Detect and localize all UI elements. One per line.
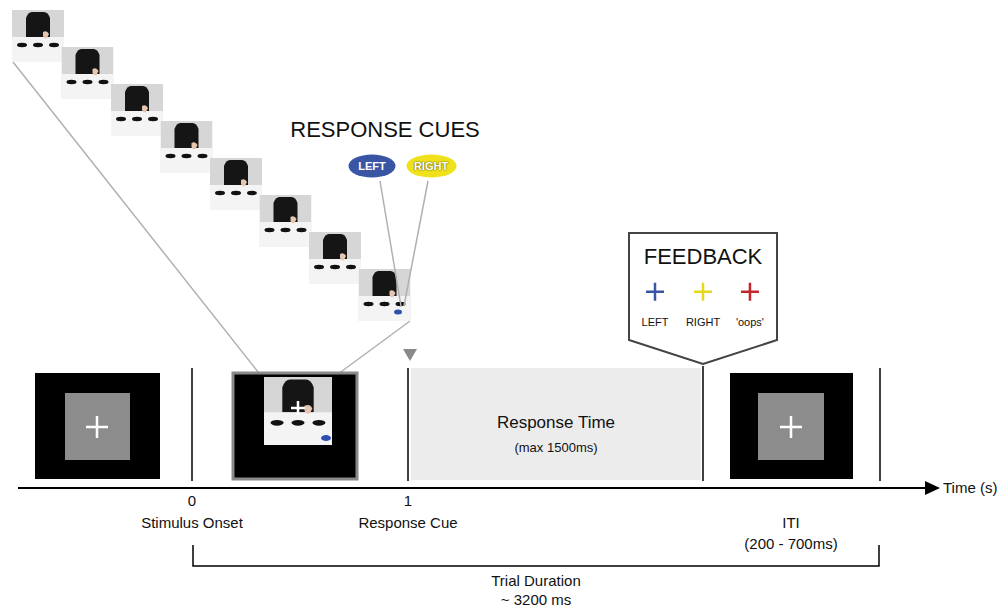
ellipse-shape: [406, 155, 456, 178]
time-divider: [407, 368, 409, 481]
time-divider: [879, 368, 881, 481]
fixation-ground: [758, 393, 824, 460]
fixation-ground: [65, 393, 130, 460]
feedback-cross: [694, 283, 712, 301]
video-frame: [210, 158, 262, 210]
cue-text: RIGHT: [414, 160, 448, 173]
feedback-callout: FEEDBACK LEFT RIGHT 'oops': [628, 232, 778, 365]
target-dot: [321, 435, 331, 441]
video-frame: [12, 10, 64, 62]
event-label: Response Cue: [358, 514, 457, 531]
stimulus-frame: [264, 377, 332, 445]
tick-label: 1: [404, 492, 412, 509]
feedback-key: LEFT: [642, 316, 669, 329]
event-note: (200 - 700ms): [744, 535, 837, 552]
fixation-cross: [291, 401, 305, 415]
cue-ellipse: RIGHT: [406, 154, 457, 178]
leader-line: [380, 181, 401, 306]
time-divider: [702, 366, 704, 481]
video-frame: [62, 47, 114, 99]
axis-label: Time (s): [943, 479, 997, 496]
cue-ellipse: LEFT: [348, 154, 396, 178]
cue-text: LEFT: [358, 160, 386, 173]
feedback-cross: [741, 283, 759, 301]
cue-marker: [403, 349, 417, 361]
band-shape: [411, 368, 701, 480]
pentagon-shape: [629, 233, 777, 364]
feedback-key: 'oops': [736, 316, 764, 329]
feedback-key: RIGHT: [686, 316, 720, 329]
feedback-cross: [646, 283, 664, 301]
duration-value: ~ 3200 ms: [501, 591, 571, 608]
video-frame: [111, 84, 163, 136]
axis-arrowhead: [925, 481, 940, 495]
band-heading: Response Time: [497, 413, 615, 433]
response-band: Response Time (max 1500ms): [411, 368, 701, 480]
event-label: Stimulus Onset: [141, 514, 243, 531]
band-note: (max 1500ms): [514, 440, 597, 455]
fixation-screen: [35, 373, 160, 479]
video-frame: [309, 232, 361, 284]
section-heading: RESPONSE CUES: [290, 117, 480, 142]
target-dot: [394, 310, 402, 315]
callout-heading: FEEDBACK: [644, 245, 763, 270]
duration-label: Trial Duration: [491, 572, 580, 589]
video-frame: [260, 195, 312, 247]
leader-line: [13, 62, 262, 377]
leader-line: [404, 181, 428, 306]
time-axis: [18, 487, 928, 489]
leader-line: [334, 321, 410, 377]
tick-label: 0: [188, 492, 196, 509]
stimulus-screen: [233, 373, 357, 479]
video-frame: [161, 121, 213, 173]
fixation-screen: [730, 373, 853, 479]
event-label: ITI: [782, 514, 800, 531]
fixation-cross: [86, 416, 108, 438]
ellipse-shape: [349, 155, 396, 178]
video-frame: [359, 269, 411, 321]
time-divider: [191, 368, 193, 481]
fixation-cross: [780, 416, 802, 438]
